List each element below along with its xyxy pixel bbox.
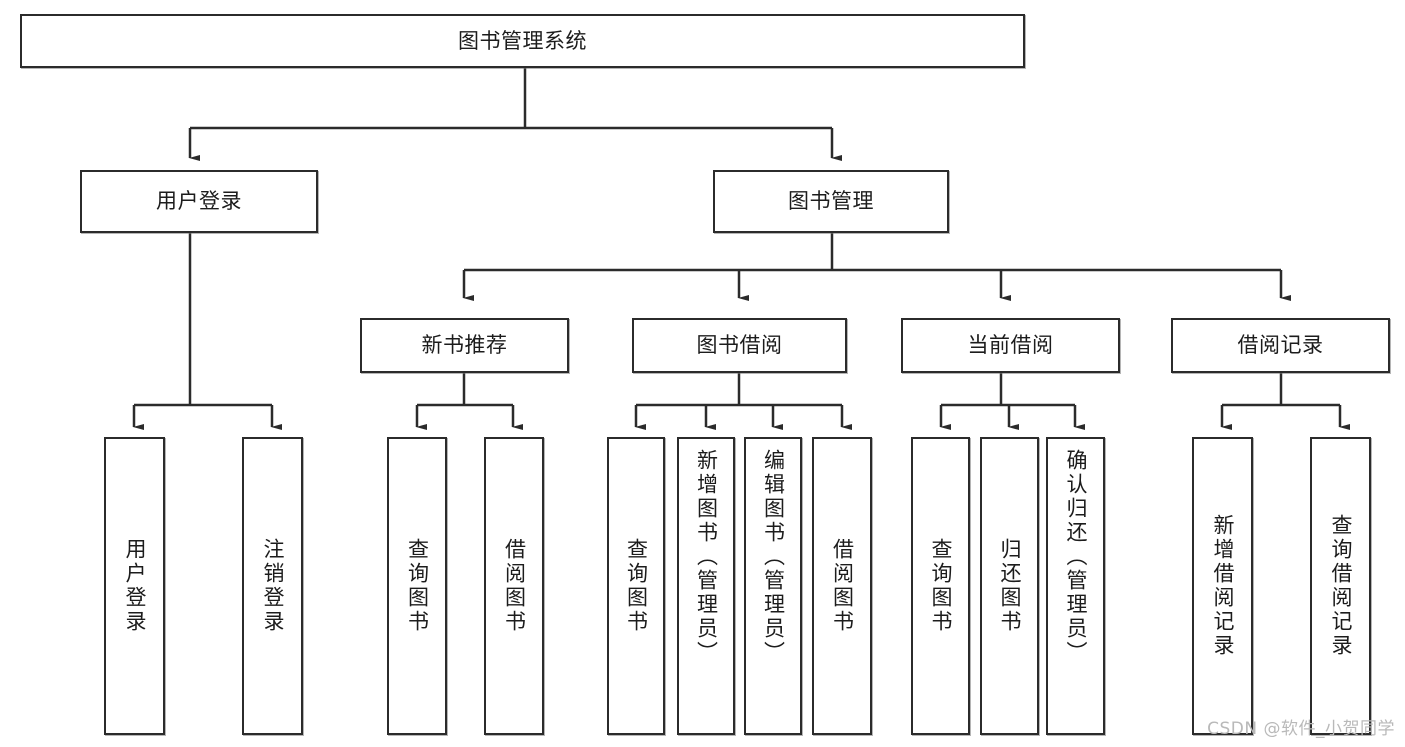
node-leaf-query-book-1[interactable]: 查询图书 xyxy=(387,437,447,735)
node-leaf-add-book[interactable]: 新增图书（管理员） xyxy=(677,437,735,735)
node-user-login[interactable]: 用户登录 xyxy=(80,170,318,233)
node-leaf-logout-login[interactable]: 注销登录 xyxy=(242,437,303,735)
node-leaf-edit-book-label: 编辑图书（管理员） xyxy=(761,449,786,665)
watermark: CSDN @软件_小贺同学 xyxy=(1207,719,1395,739)
node-leaf-add-book-label: 新增图书（管理员） xyxy=(694,449,719,665)
node-leaf-query-book-1-label: 查询图书 xyxy=(405,538,430,634)
node-book-management[interactable]: 图书管理 xyxy=(713,170,949,233)
node-leaf-add-record-label: 新增借阅记录 xyxy=(1211,514,1235,658)
node-new-book-recommend-label: 新书推荐 xyxy=(421,333,508,358)
node-current-borrow-label: 当前借阅 xyxy=(967,333,1054,358)
node-leaf-query-record[interactable]: 查询借阅记录 xyxy=(1310,437,1371,735)
node-root-label: 图书管理系统 xyxy=(458,28,587,53)
node-leaf-confirm-return-label: 确认归还（管理员） xyxy=(1064,449,1088,665)
node-borrow-record[interactable]: 借阅记录 xyxy=(1171,318,1390,373)
node-leaf-return-book-label: 归还图书 xyxy=(998,538,1022,634)
node-leaf-edit-book[interactable]: 编辑图书（管理员） xyxy=(744,437,802,735)
node-current-borrow[interactable]: 当前借阅 xyxy=(901,318,1120,373)
node-leaf-user-login[interactable]: 用户登录 xyxy=(104,437,165,735)
node-borrow-record-label: 借阅记录 xyxy=(1237,333,1324,358)
node-leaf-query-book-2-label: 查询图书 xyxy=(624,538,649,634)
node-book-management-label: 图书管理 xyxy=(788,189,874,214)
node-leaf-user-login-label: 用户登录 xyxy=(123,538,147,634)
node-leaf-confirm-return[interactable]: 确认归还（管理员） xyxy=(1046,437,1105,735)
node-leaf-query-book-2[interactable]: 查询图书 xyxy=(607,437,665,735)
node-leaf-return-book[interactable]: 归还图书 xyxy=(980,437,1039,735)
node-leaf-query-record-label: 查询借阅记录 xyxy=(1329,514,1353,658)
node-book-borrow-label: 图书借阅 xyxy=(696,333,783,358)
node-leaf-borrow-book-1[interactable]: 借阅图书 xyxy=(484,437,544,735)
node-leaf-borrow-book-2-label: 借阅图书 xyxy=(830,538,855,634)
node-leaf-query-book-3[interactable]: 查询图书 xyxy=(911,437,970,735)
node-leaf-query-book-3-label: 查询图书 xyxy=(929,538,953,634)
node-leaf-logout-login-label: 注销登录 xyxy=(261,538,285,634)
node-root[interactable]: 图书管理系统 xyxy=(20,14,1025,68)
node-leaf-borrow-book-1-label: 借阅图书 xyxy=(502,538,527,634)
node-new-book-recommend[interactable]: 新书推荐 xyxy=(360,318,569,373)
node-user-login-label: 用户登录 xyxy=(156,189,242,214)
node-leaf-borrow-book-2[interactable]: 借阅图书 xyxy=(812,437,872,735)
node-book-borrow[interactable]: 图书借阅 xyxy=(632,318,847,373)
node-leaf-add-record[interactable]: 新增借阅记录 xyxy=(1192,437,1253,735)
